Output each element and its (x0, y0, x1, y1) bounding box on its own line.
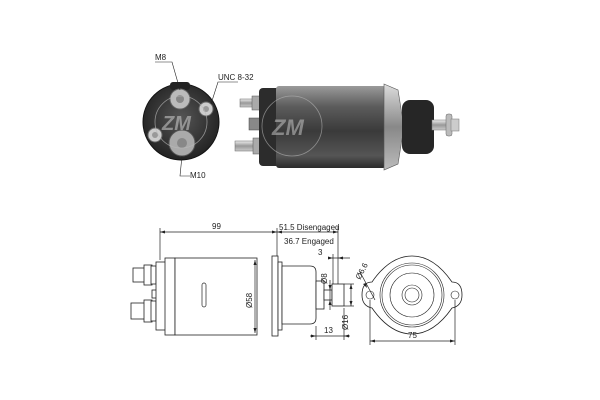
flange-drawing: Ø6.6 75 (354, 255, 463, 345)
dim-plunger-diameter: Ø8 (320, 273, 329, 284)
dim-disengaged: 51.5 Disengaged (279, 223, 340, 232)
end-view-photo: ZM M8 UNC 8-32 M10 (142, 53, 254, 180)
dim-hole-diameter: Ø6.6 (354, 261, 370, 281)
mounting-hole-right (450, 290, 460, 300)
dim-head-length: 13 (324, 326, 333, 335)
dim-head-diameter: Ø16 (341, 314, 350, 330)
label-m8: M8 (155, 53, 167, 62)
side-view-photo: ZM (234, 83, 460, 171)
dim-hole-spacing: 75 (408, 331, 417, 340)
watermark-logo: ZM (161, 113, 192, 135)
dim-engaged: 36.7 Engaged (284, 237, 334, 246)
dim-body-length: 99 (212, 222, 221, 231)
watermark-logo: ZM (271, 115, 304, 140)
side-drawing: 99 51.5 Disengaged 36.7 Engaged 3 Ø58 Ø8… (130, 222, 354, 340)
label-m10: M10 (190, 171, 206, 180)
dim-plunger-gap: 3 (318, 248, 323, 257)
label-unc-8-32: UNC 8-32 (218, 73, 254, 82)
dim-body-diameter: Ø58 (245, 292, 254, 308)
